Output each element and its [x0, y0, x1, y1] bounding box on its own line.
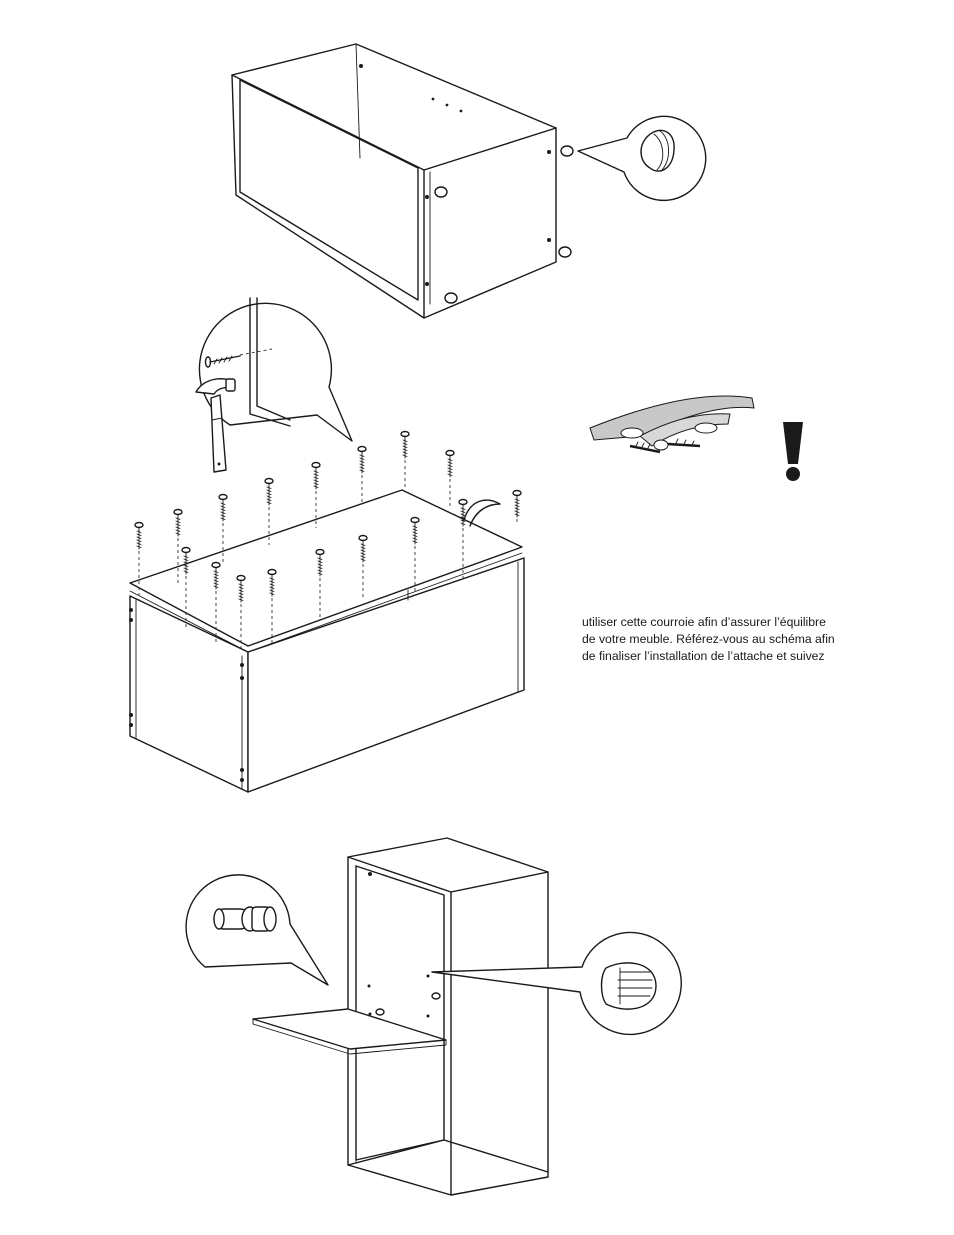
dowel-icon [214, 907, 276, 931]
shelf-pin-detail-icon [602, 963, 657, 1009]
